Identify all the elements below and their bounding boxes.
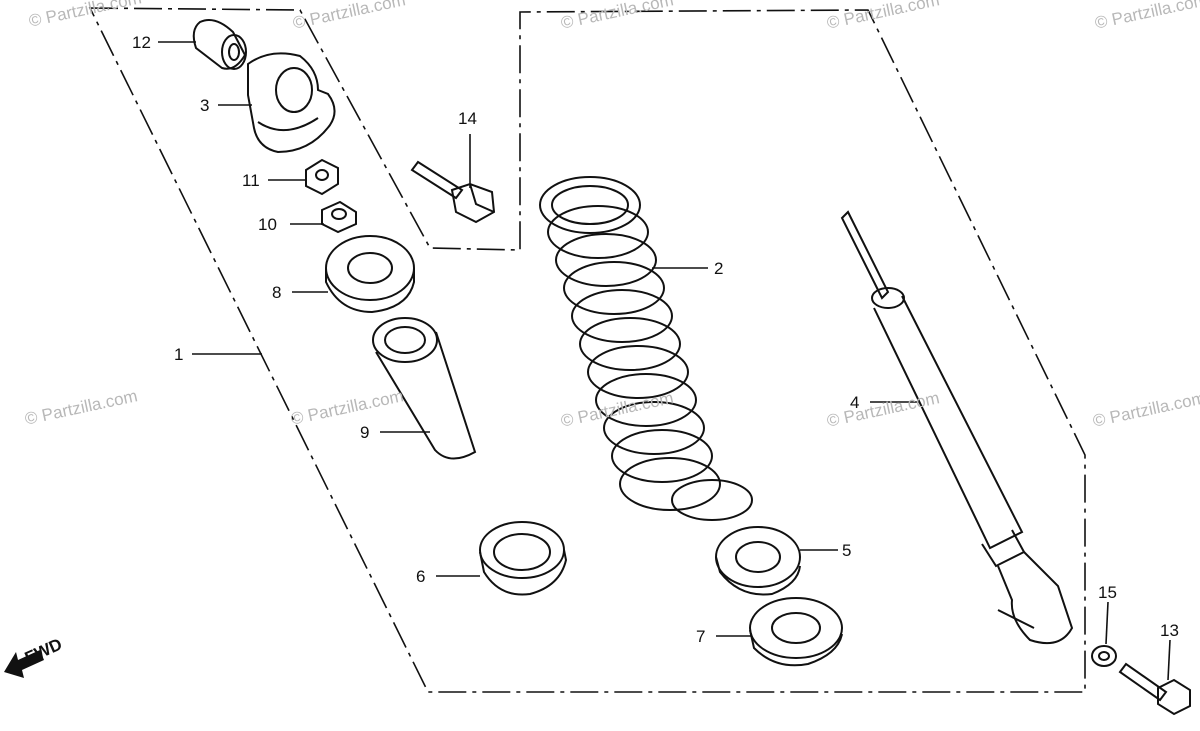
callout-12: 12 [132,33,151,52]
part-3-upper-mount [247,52,336,154]
part-8-washer [325,235,415,314]
callout-14: 14 [458,109,477,128]
part-13-bolt [1118,662,1191,716]
fwd-arrow [4,650,44,678]
part-5-washer [715,526,801,596]
callout-6: 6 [416,567,425,586]
part-9-sleeve [372,317,477,460]
part-4-damper [840,210,1074,644]
callout-1: 1 [174,345,183,364]
callout-15: 15 [1098,583,1117,602]
part-11-nut [305,158,339,196]
part-2-spring [539,176,753,521]
callout-4: 4 [850,393,859,412]
callout-10: 10 [258,215,277,234]
fwd-label: FWD [22,635,65,668]
part-15-washer [1091,645,1117,667]
part-6-seat [479,521,568,596]
leader-lines [158,41,1171,681]
callout-11: 11 [242,171,260,190]
callout-13: 13 [1160,621,1179,640]
part-12-bushing [192,19,247,70]
assembly-outline-left [88,7,1086,693]
part-7-seat [749,597,843,667]
callout-3: 3 [200,96,209,115]
callout-8: 8 [272,283,281,302]
part-10-nut [321,200,357,234]
callout-5: 5 [842,541,851,560]
callout-9: 9 [360,423,369,442]
part-14-bolt [410,160,496,224]
callout-7: 7 [696,627,705,646]
callout-2: 2 [714,259,723,278]
